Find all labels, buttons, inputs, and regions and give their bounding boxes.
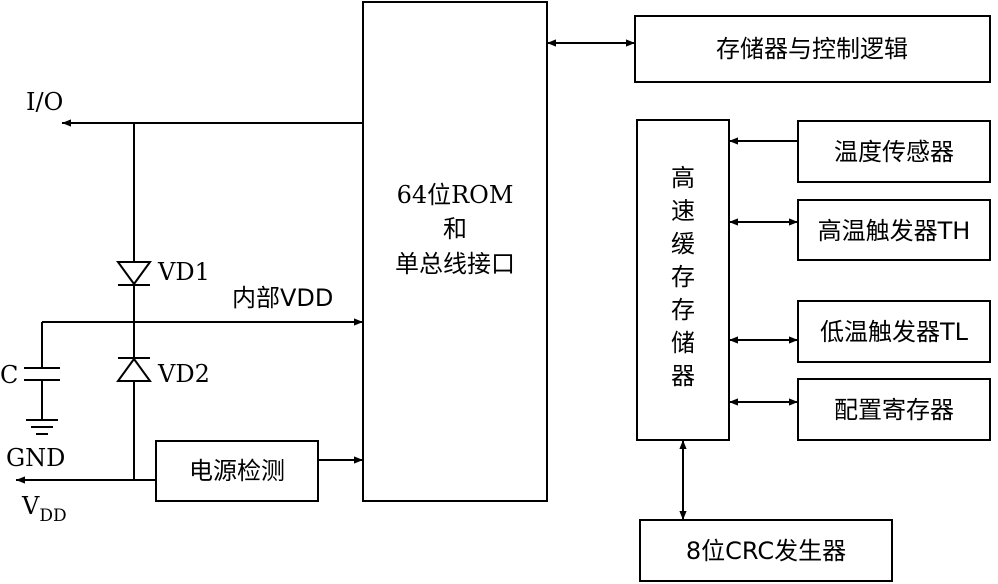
scratchpad-char-1: 高 (671, 164, 695, 192)
temp-sensor-label: 温度传感器 (834, 138, 954, 166)
power-detect-box (155, 440, 319, 502)
memory-control-label: 存储器与控制逻辑 (716, 35, 908, 63)
low-trigger-label: 低温触发器TL (820, 318, 969, 346)
vd1-label: VD1 (157, 258, 210, 286)
vd2-label: VD2 (157, 360, 210, 388)
config-register-label: 配置寄存器 (834, 396, 954, 424)
internal-vdd-label: 内部VDD (232, 284, 333, 312)
scratchpad-char-7: 器 (671, 362, 695, 390)
rom-line-2: 和 (443, 215, 467, 243)
high-trigger-label: 高温触发器TH (818, 217, 971, 245)
scratchpad-char-4: 存 (671, 263, 695, 291)
scratchpad-label: 高 速 缓 存 存 储 器 (671, 164, 695, 390)
gnd-label: GND (6, 444, 65, 472)
memory-control-box (634, 15, 991, 83)
rom-interface-box (362, 1, 548, 502)
diode-vd1 (116, 261, 152, 286)
scratchpad-char-2: 速 (671, 197, 695, 225)
vdd-subscript: DD (39, 506, 66, 526)
rom-line-1: 64位ROM (397, 181, 514, 209)
temp-sensor-box (797, 120, 991, 183)
io-label: I/O (26, 88, 63, 116)
power-detect-label: 电源检测 (189, 457, 285, 485)
crc-generator-label: 8位CRC发生器 (686, 537, 846, 565)
ground-symbol (26, 419, 58, 435)
diode-vd2 (116, 357, 152, 382)
rom-line-3: 单总线接口 (395, 250, 515, 278)
vdd-main: V (21, 492, 40, 520)
capacitor-label: C (0, 361, 18, 389)
scratchpad-char-6: 储 (671, 329, 695, 357)
crc-generator-box (639, 519, 893, 582)
scratchpad-char-5: 存 (671, 296, 695, 324)
config-register-box (797, 378, 991, 441)
scratchpad-box (636, 119, 730, 441)
vdd-label: VDD (21, 492, 67, 526)
high-trigger-box (797, 199, 991, 261)
scratchpad-char-3: 缓 (671, 230, 695, 258)
low-trigger-box (797, 300, 991, 363)
